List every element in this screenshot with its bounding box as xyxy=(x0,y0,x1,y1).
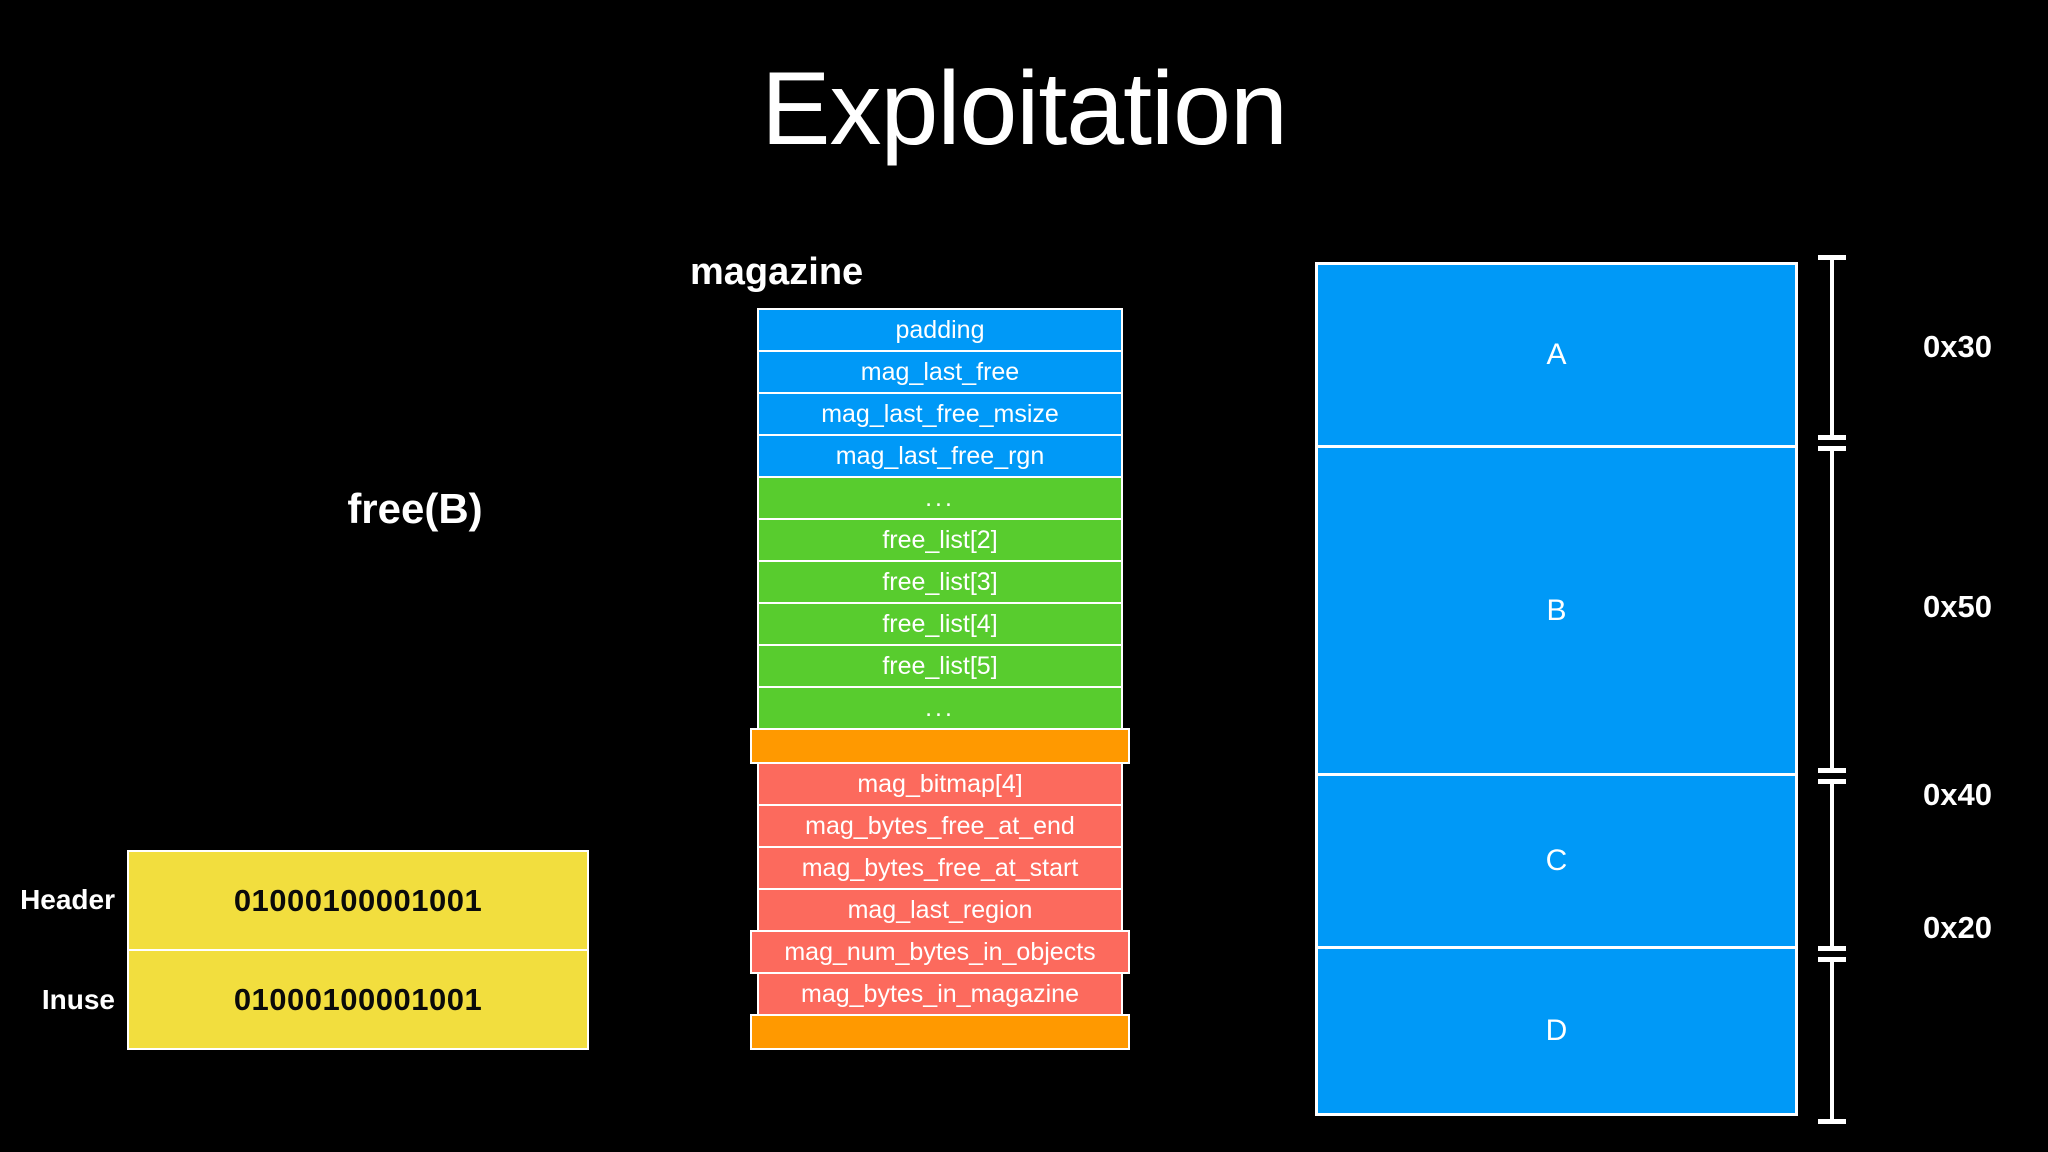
magazine-field-row: mag_bytes_free_at_start xyxy=(757,846,1123,890)
bracket-bar xyxy=(1830,255,1834,440)
magazine-field-row: padding xyxy=(757,308,1123,352)
magazine-field-row: ... xyxy=(757,476,1123,520)
inuse-row-value: 01000100001001 xyxy=(127,950,589,1050)
inuse-row-label: Inuse xyxy=(41,984,115,1015)
magazine-field-row: mag_last_free_msize xyxy=(757,392,1123,436)
heap-block-c: C xyxy=(1315,775,1798,948)
inuse-row: Inuse 01000100001001 xyxy=(0,950,600,1050)
magazine-struct-table: padding mag_last_free mag_last_free_msiz… xyxy=(750,308,1130,1050)
magazine-field-row: ... xyxy=(757,686,1123,730)
heap-block-b: B xyxy=(1315,447,1798,775)
magazine-title: magazine xyxy=(690,251,864,293)
bracket-cap-bottom xyxy=(1818,946,1846,951)
magazine-field-row: mag_bitmap[4] xyxy=(757,762,1123,806)
bracket-bar xyxy=(1830,957,1834,1124)
magazine-field-row: free_list[4] xyxy=(757,602,1123,646)
bracket-cap-bottom xyxy=(1818,768,1846,773)
magazine-field-row: free_list[3] xyxy=(757,560,1123,604)
size-label-d: 0x20 xyxy=(1923,910,1992,945)
magazine-field-row: mag_last_free_rgn xyxy=(757,434,1123,478)
magazine-field-row: free_list[2] xyxy=(757,518,1123,562)
magazine-field-row xyxy=(750,1014,1130,1050)
header-inuse-group: Header 01000100001001 Inuse 010001000010… xyxy=(0,850,600,1050)
size-label-a: 0x30 xyxy=(1923,329,1992,364)
magazine-field-row: mag_bytes_in_magazine xyxy=(757,972,1123,1016)
magazine-field-row: mag_num_bytes_in_objects xyxy=(750,930,1130,974)
bracket-bar xyxy=(1830,779,1834,951)
magazine-field-row: mag_bytes_free_at_end xyxy=(757,804,1123,848)
magazine-field-row: mag_last_region xyxy=(757,888,1123,932)
heap-block-d: D xyxy=(1315,948,1798,1116)
page-title: Exploitation xyxy=(761,51,1288,167)
size-label-c: 0x40 xyxy=(1923,777,1992,812)
heap-block-diagram: A B C D xyxy=(1315,262,1798,1116)
free-call-label: free(B) xyxy=(347,485,483,532)
magazine-field-row: mag_last_free xyxy=(757,350,1123,394)
bracket-bar xyxy=(1830,446,1834,773)
magazine-field-row xyxy=(750,728,1130,764)
size-label-b: 0x50 xyxy=(1923,589,1992,624)
bracket-cap-bottom xyxy=(1818,435,1846,440)
header-row-label: Header xyxy=(20,884,115,915)
header-row-value: 01000100001001 xyxy=(127,850,589,950)
heap-block-a: A xyxy=(1315,262,1798,447)
size-annotations: 0x30 0x50 0x40 0x20 xyxy=(1810,255,2040,1125)
header-row: Header 01000100001001 xyxy=(0,850,600,950)
bracket-cap-bottom xyxy=(1818,1119,1846,1124)
magazine-field-row: free_list[5] xyxy=(757,644,1123,688)
